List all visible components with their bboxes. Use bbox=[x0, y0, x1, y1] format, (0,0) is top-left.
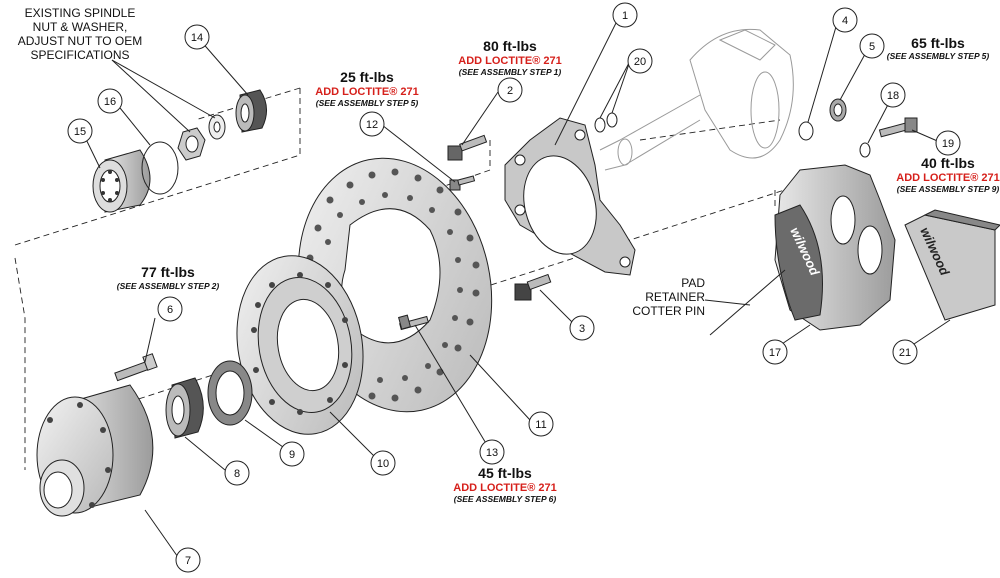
loctite-note: ADD LOCTITE® 271 bbox=[896, 172, 999, 184]
callout-9: 9 bbox=[279, 441, 305, 467]
grease-seal bbox=[207, 360, 253, 426]
hub bbox=[36, 384, 154, 517]
o-ring bbox=[141, 141, 179, 195]
callout-18: 18 bbox=[880, 82, 906, 108]
callout-20: 20 bbox=[627, 48, 653, 74]
wheel-stud bbox=[114, 353, 158, 382]
callout-11: 11 bbox=[528, 411, 554, 437]
torque-spec-hat: 45 ft-lbs ADD LOCTITE® 271 (SEE ASSEMBLY… bbox=[453, 465, 556, 504]
assembly-boundary bbox=[14, 87, 801, 470]
bracket-bolt bbox=[447, 134, 488, 161]
assembly-step: (SEE ASSEMBLY STEP 9) bbox=[897, 184, 1000, 194]
svg-text:6: 6 bbox=[167, 304, 173, 316]
torque-value: 77 ft-lbs bbox=[141, 264, 195, 280]
svg-text:14: 14 bbox=[191, 32, 203, 44]
caliper-washer bbox=[859, 142, 871, 158]
svg-text:2: 2 bbox=[507, 85, 513, 97]
svg-text:8: 8 bbox=[234, 468, 240, 480]
outer-bearing bbox=[235, 89, 267, 133]
torque-value: 80 ft-lbs bbox=[483, 38, 537, 54]
svg-text:17: 17 bbox=[769, 347, 781, 359]
spindle-washer bbox=[798, 121, 814, 141]
caliper-bracket bbox=[504, 117, 636, 276]
pad-note-line-3: COTTER PIN bbox=[632, 304, 705, 318]
spindle-note-line-1: EXISTING SPINDLE bbox=[25, 6, 136, 20]
spindle-note-line-2: NUT & WASHER, bbox=[33, 20, 128, 34]
torque-value: 45 ft-lbs bbox=[478, 465, 532, 481]
torque-spec-rotor: 25 ft-lbs ADD LOCTITE® 271 (SEE ASSEMBLY… bbox=[315, 69, 418, 108]
rotor-screw bbox=[449, 175, 476, 191]
brake-pads: wilwood bbox=[904, 209, 1000, 321]
assembly-step: (SEE ASSEMBLY STEP 1) bbox=[459, 67, 562, 77]
torque-value: 65 ft-lbs bbox=[911, 35, 965, 51]
callout-12: 12 bbox=[359, 111, 385, 137]
svg-text:3: 3 bbox=[579, 323, 585, 335]
svg-text:5: 5 bbox=[869, 41, 875, 53]
torque-spec-caliper: 40 ft-lbs ADD LOCTITE® 271 (SEE ASSEMBLY… bbox=[896, 155, 999, 194]
spindle-note-line-3: ADJUST NUT TO OEM bbox=[18, 34, 142, 48]
svg-text:10: 10 bbox=[377, 458, 389, 470]
spindle-note-line-4: SPECIFICATIONS bbox=[30, 48, 129, 62]
grease-cap bbox=[92, 149, 151, 213]
torque-value: 40 ft-lbs bbox=[921, 155, 975, 171]
callout-3: 3 bbox=[569, 315, 595, 341]
callout-19: 19 bbox=[935, 130, 961, 156]
pad-note-line-1: PAD bbox=[681, 276, 705, 290]
torque-spec-bracket: 80 ft-lbs ADD LOCTITE® 271 (SEE ASSEMBLY… bbox=[458, 38, 561, 77]
callout-10: 10 bbox=[370, 450, 396, 476]
torque-spec-nut: 65 ft-lbs (SEE ASSEMBLY STEP 5) bbox=[887, 35, 990, 61]
rotor-hat bbox=[236, 255, 364, 435]
svg-text:9: 9 bbox=[289, 449, 295, 461]
loctite-note: ADD LOCTITE® 271 bbox=[458, 55, 561, 67]
callout-21: 21 bbox=[892, 339, 918, 365]
assembly-step: (SEE ASSEMBLY STEP 6) bbox=[454, 494, 557, 504]
svg-text:16: 16 bbox=[104, 96, 116, 108]
rotor-bolt bbox=[398, 314, 429, 331]
svg-text:21: 21 bbox=[899, 347, 911, 359]
spindle-castle-nut bbox=[829, 98, 847, 122]
svg-text:11: 11 bbox=[535, 419, 546, 431]
bracket-washers bbox=[594, 112, 618, 133]
svg-text:4: 4 bbox=[842, 15, 848, 27]
cotter-pin bbox=[709, 269, 786, 336]
svg-text:15: 15 bbox=[74, 126, 86, 138]
callout-1: 1 bbox=[612, 2, 638, 28]
loctite-note: ADD LOCTITE® 271 bbox=[453, 482, 556, 494]
svg-text:1: 1 bbox=[622, 10, 628, 22]
callout-13: 13 bbox=[479, 439, 505, 465]
svg-text:20: 20 bbox=[634, 56, 646, 68]
caliper: wilwood bbox=[774, 164, 896, 331]
callout-6: 6 bbox=[157, 296, 183, 322]
assembly-step: (SEE ASSEMBLY STEP 5) bbox=[887, 51, 990, 61]
callout-5: 5 bbox=[859, 33, 885, 59]
callout-2: 2 bbox=[497, 77, 523, 103]
callout-7: 7 bbox=[175, 547, 201, 573]
svg-text:7: 7 bbox=[185, 555, 191, 567]
svg-text:12: 12 bbox=[366, 119, 378, 131]
caliper-bolt bbox=[878, 117, 918, 138]
svg-text:13: 13 bbox=[486, 447, 498, 459]
torque-value: 25 ft-lbs bbox=[340, 69, 394, 85]
loctite-note: ADD LOCTITE® 271 bbox=[315, 86, 418, 98]
svg-text:19: 19 bbox=[942, 138, 954, 150]
callout-16: 16 bbox=[97, 88, 123, 114]
torque-spec-stud: 77 ft-lbs (SEE ASSEMBLY STEP 2) bbox=[117, 264, 220, 291]
existing-spindle-outline bbox=[599, 28, 794, 171]
assembly-step: (SEE ASSEMBLY STEP 5) bbox=[316, 98, 419, 108]
inner-bearing bbox=[165, 377, 204, 439]
spindle-note: EXISTING SPINDLE NUT & WASHER, ADJUST NU… bbox=[18, 6, 142, 62]
pad-retainer-note: PAD RETAINER COTTER PIN bbox=[632, 276, 705, 318]
callout-17: 17 bbox=[762, 339, 788, 365]
bracket-bolt-lower bbox=[514, 273, 552, 301]
callout-14: 14 bbox=[184, 24, 210, 50]
assembly-step: (SEE ASSEMBLY STEP 2) bbox=[117, 281, 220, 291]
callout-8: 8 bbox=[224, 460, 250, 486]
callout-15: 15 bbox=[67, 118, 93, 144]
callout-4: 4 bbox=[832, 7, 858, 33]
svg-text:18: 18 bbox=[887, 90, 899, 102]
pad-note-line-2: RETAINER bbox=[645, 290, 705, 304]
spindle-nut-washer bbox=[177, 114, 226, 161]
